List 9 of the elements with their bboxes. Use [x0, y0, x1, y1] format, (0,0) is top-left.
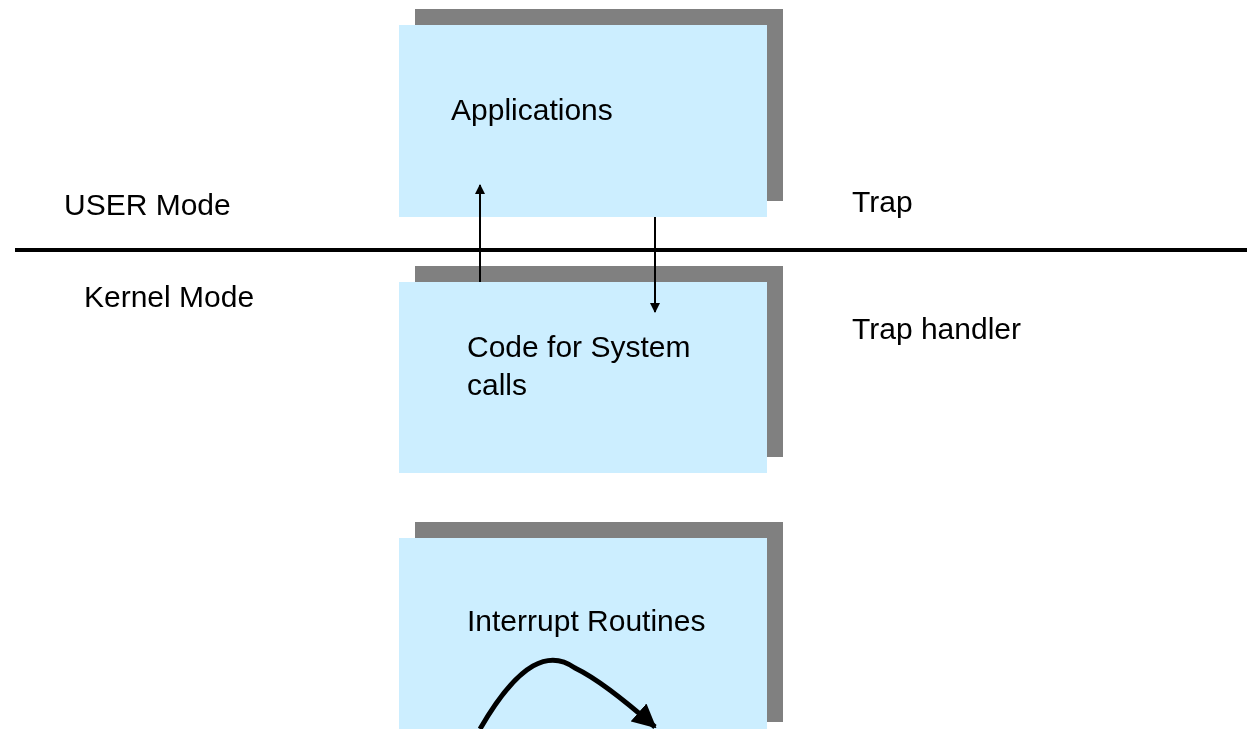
box-label: Applications [451, 92, 614, 128]
mode-label: USER Mode [64, 188, 231, 222]
mode-label: Trap [852, 185, 913, 219]
arrow [650, 216, 660, 313]
box-label: Code for System calls [467, 329, 692, 403]
arrow [475, 184, 485, 283]
box-label: Interrupt Routines [467, 603, 707, 639]
mode-label: Trap handler [852, 312, 1021, 346]
mode-label: Kernel Mode [84, 280, 255, 314]
